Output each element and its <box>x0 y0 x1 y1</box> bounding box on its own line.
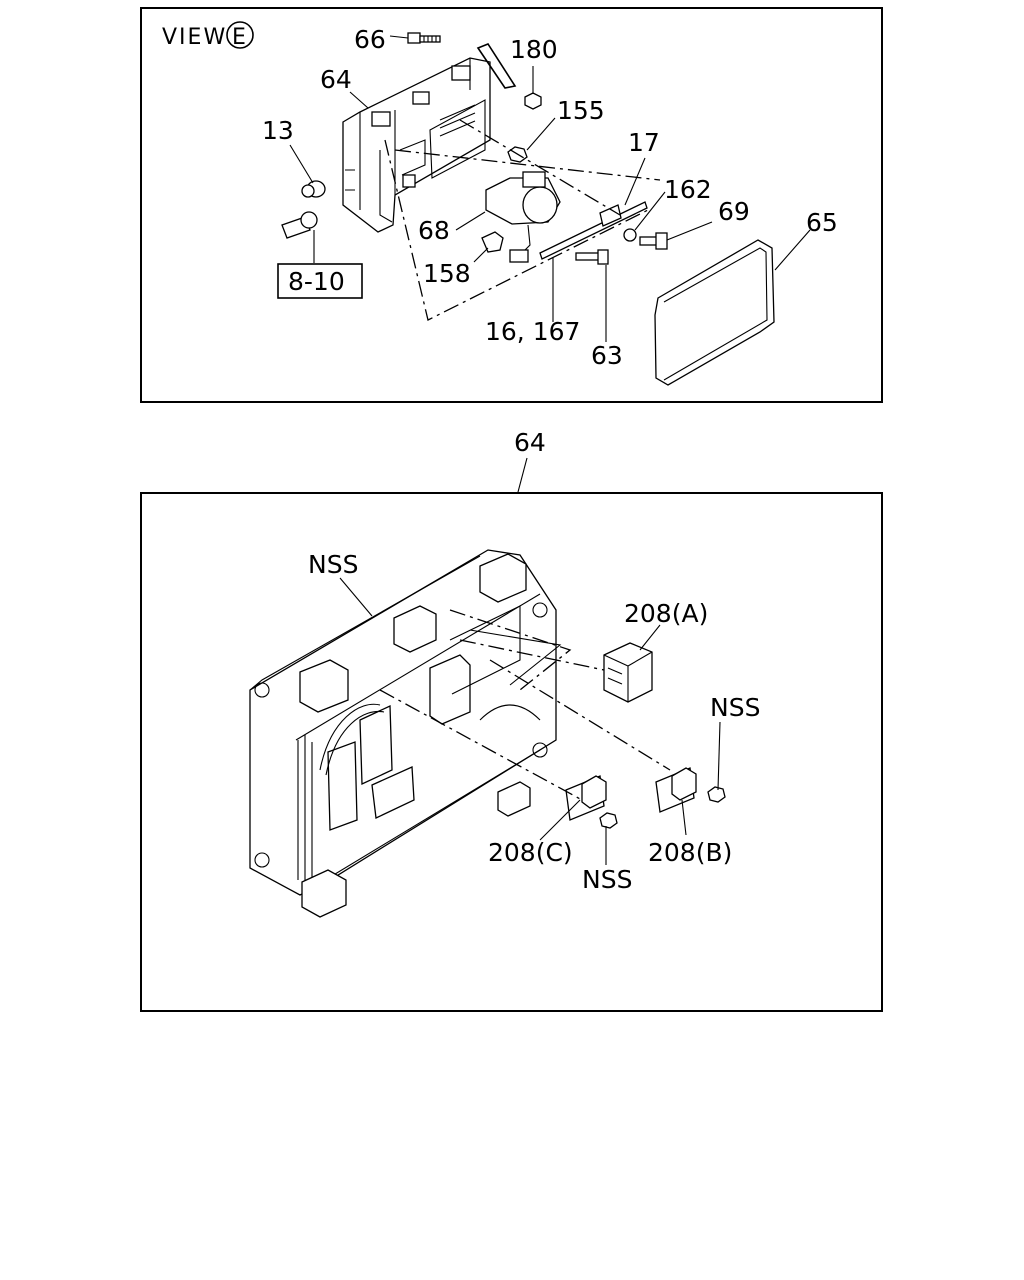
callout-65: 65 <box>806 208 838 237</box>
callout-162: 162 <box>664 175 712 204</box>
callout-8-10: 8-10 <box>288 267 345 296</box>
cover-65 <box>654 239 775 386</box>
callout-208b: 208(B) <box>648 838 732 867</box>
leader-lines-top <box>289 35 811 342</box>
callout-66: 66 <box>354 25 386 54</box>
callout-63: 63 <box>591 341 623 370</box>
fuse-208a <box>603 642 653 703</box>
nut-nss-bottom <box>599 812 618 829</box>
grommet-13 <box>301 180 326 198</box>
assembly-line-bottom-1 <box>459 639 605 671</box>
assembly-line-top-3 <box>459 119 621 216</box>
cover-65-edge <box>663 247 768 381</box>
assembly-line-bottom-2 <box>489 659 671 771</box>
bottom-panel: 64 <box>140 428 883 1012</box>
connector-8-10 <box>281 211 318 239</box>
clip-158 <box>481 231 504 253</box>
callout-68: 68 <box>418 216 450 245</box>
callout-69: 69 <box>718 197 750 226</box>
relay-208b <box>655 767 697 813</box>
callout-17: 17 <box>628 128 660 157</box>
bottom-header-callout-64: 64 <box>514 428 546 457</box>
bolt-63 <box>575 249 609 265</box>
assembly-line-bottom-4 <box>449 609 572 691</box>
top-panel: VIEW E <box>140 7 883 403</box>
callout-nss-bottom: NSS <box>582 865 632 894</box>
callout-208c: 208(C) <box>488 838 573 867</box>
callout-64: 64 <box>320 65 352 94</box>
view-label: VIEW <box>162 25 227 50</box>
washer-162 <box>623 228 637 242</box>
top-panel-frame <box>140 7 883 403</box>
nut-nss-right <box>707 786 726 803</box>
callout-8-10-box <box>277 263 363 299</box>
callout-13: 13 <box>262 116 294 145</box>
callout-nss-main: NSS <box>308 550 358 579</box>
relay-208c <box>565 775 607 821</box>
callout-16-167: 16, 167 <box>485 317 580 346</box>
actuator-68 <box>485 171 561 263</box>
bottom-header-leader <box>517 457 528 493</box>
bolt-66 <box>407 32 441 44</box>
rod-17 <box>539 201 648 260</box>
bolt-69 <box>639 232 668 250</box>
callout-nss-right: NSS <box>710 693 760 722</box>
view-letter: E <box>232 25 248 50</box>
housing-64 <box>342 57 491 233</box>
bottom-panel-frame <box>140 492 883 1012</box>
callout-158: 158 <box>423 259 471 288</box>
leader-lines-bottom <box>339 577 721 865</box>
assembly-line-top-2 <box>384 139 649 321</box>
view-letter-circle-icon <box>226 21 254 49</box>
assembly-line-top-1 <box>394 149 661 181</box>
assembly-line-bottom-3 <box>379 689 583 801</box>
callout-155: 155 <box>557 96 605 125</box>
callout-180: 180 <box>510 35 558 64</box>
callout-208a: 208(A) <box>624 599 708 628</box>
housing-nss <box>249 549 562 918</box>
